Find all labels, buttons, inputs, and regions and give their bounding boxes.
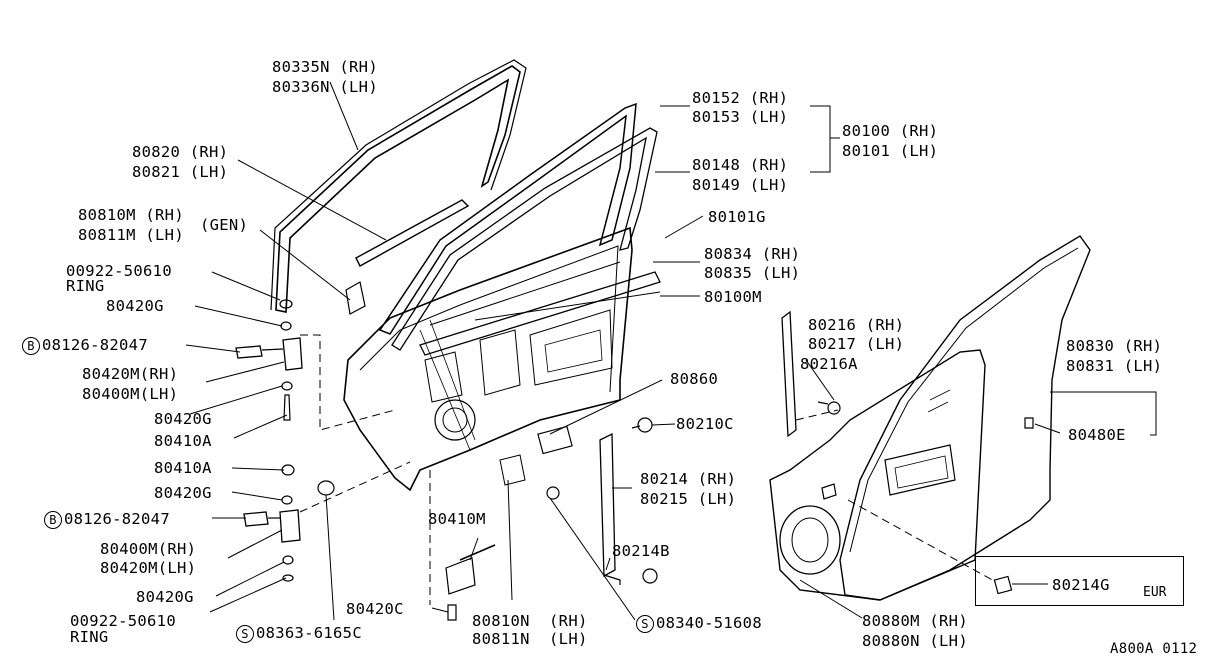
- label-08126-a-text: 08126-82047: [42, 336, 148, 354]
- label-80100: 80100 (RH): [842, 122, 939, 140]
- label-80420g-c: 80420G: [154, 484, 212, 502]
- weatherstrip-80335n: [271, 60, 526, 312]
- door-trim-panel: [770, 350, 985, 600]
- label-80148: 80148 (RH): [692, 156, 789, 174]
- label-08363-text: 08363-6165C: [256, 624, 362, 642]
- lower-hinge: [244, 465, 334, 581]
- label-80811n: 80811N (LH): [472, 630, 588, 648]
- weatherstrip-80830: [840, 236, 1090, 600]
- upper-hinge: [236, 282, 365, 420]
- label-ring-a: RING: [66, 277, 105, 295]
- door-sash: [380, 104, 657, 350]
- label-80101: 80101 (LH): [842, 142, 939, 160]
- label-80810m: 80810M (RH): [78, 206, 184, 224]
- clip-80214g: [994, 576, 1011, 593]
- label-80420c: 80420C: [346, 600, 404, 618]
- label-80835: 80835 (LH): [704, 264, 801, 282]
- label-80420m-lh: 80420M(LH): [100, 559, 197, 577]
- door-panel: [344, 228, 660, 490]
- label-80834: 80834 (RH): [704, 245, 801, 263]
- label-08340-text: 08340-51608: [656, 614, 762, 632]
- label-80420g-a: 80420G: [106, 297, 164, 315]
- label-80410a-b: 80410A: [154, 459, 212, 477]
- label-80152: 80152 (RH): [692, 89, 789, 107]
- label-80860: 80860: [670, 370, 719, 388]
- label-80215: 80215 (LH): [640, 490, 737, 508]
- label-00922-b: 00922-50610: [70, 612, 176, 630]
- label-80820: 80820 (RH): [132, 143, 229, 161]
- diagram-code: A800A 0112: [1110, 641, 1198, 657]
- label-00922-a: 00922-50610: [66, 262, 172, 280]
- label-80101g: 80101G: [708, 208, 766, 226]
- label-80216a: 80216A: [800, 355, 858, 373]
- label-80149: 80149 (LH): [692, 176, 789, 194]
- label-80400m-rh: 80400M(RH): [100, 540, 197, 558]
- label-80830: 80830 (RH): [1066, 337, 1163, 355]
- label-80216: 80216 (RH): [808, 316, 905, 334]
- label-80217: 80217 (LH): [808, 335, 905, 353]
- leader-lines: [186, 82, 1156, 620]
- eur-box: [975, 556, 1184, 606]
- label-ring-b: RING: [70, 628, 109, 646]
- channel-80216: [782, 312, 840, 436]
- label-80214: 80214 (RH): [640, 470, 737, 488]
- label-80336n: 80336N (LH): [272, 78, 378, 96]
- screw-s-symbol: S: [636, 614, 654, 633]
- bolt-b-symbol: B: [22, 336, 40, 355]
- dashed-lines: [300, 335, 996, 605]
- label-80410m: 80410M: [428, 510, 486, 528]
- label-80880n: 80880N (LH): [862, 632, 968, 650]
- label-80420m-rh: 80420M(RH): [82, 365, 179, 383]
- label-80214g: 80214G: [1052, 576, 1110, 594]
- label-80400m-lh: 80400M(LH): [82, 385, 179, 403]
- label-80214b: 80214B: [612, 542, 670, 560]
- label-80480e: 80480E: [1068, 426, 1126, 444]
- label-80335n: 80335N (RH): [272, 58, 378, 76]
- label-eur: EUR: [1143, 585, 1167, 600]
- label-80100m: 80100M: [704, 288, 762, 306]
- label-80880m: 80880M (RH): [862, 612, 968, 630]
- label-80153: 80153 (LH): [692, 108, 789, 126]
- channel-80820: [356, 200, 468, 266]
- label-80210c: 80210C: [676, 415, 734, 433]
- label-gen: (GEN): [200, 216, 249, 234]
- label-80420g-b: 80420G: [154, 410, 212, 428]
- label-80821: 80821 (LH): [132, 163, 229, 181]
- label-80810n: 80810N (RH): [472, 612, 588, 630]
- screw-s-symbol: S: [236, 624, 254, 643]
- door-check: [446, 545, 495, 620]
- label-80410a-a: 80410A: [154, 432, 212, 450]
- label-80831: 80831 (LH): [1066, 357, 1163, 375]
- label-08126-b-text: 08126-82047: [64, 510, 170, 528]
- label-80811m: 80811M (LH): [78, 226, 184, 244]
- label-80420g-d: 80420G: [136, 588, 194, 606]
- bolt-b-symbol: B: [44, 510, 62, 529]
